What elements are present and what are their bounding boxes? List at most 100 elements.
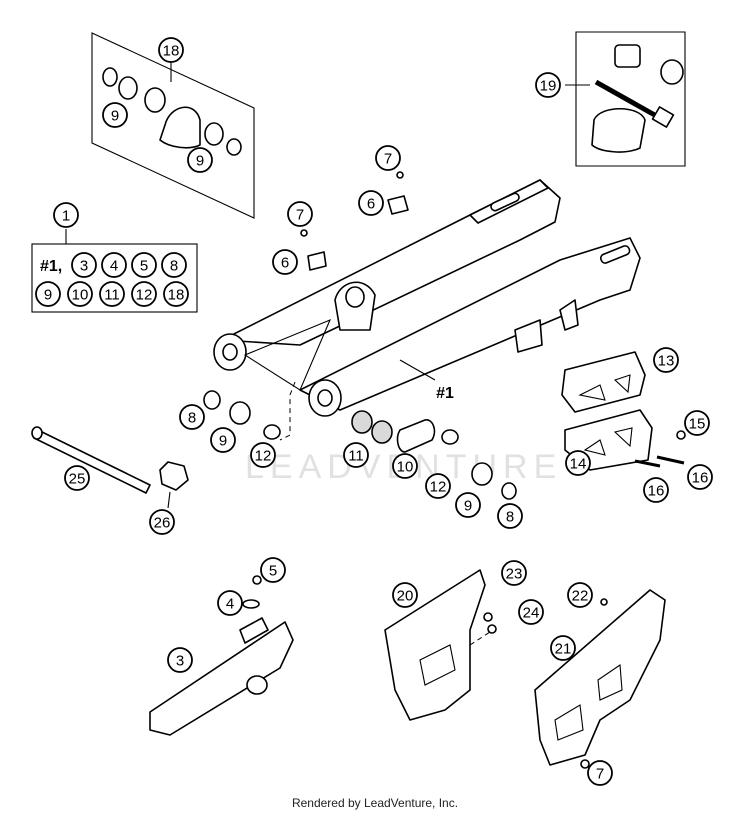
axle-guide-line: [279, 381, 296, 441]
callout-16: 16: [687, 464, 713, 490]
kit-item-18: 18: [163, 281, 189, 307]
kit-item-3: 3: [71, 252, 97, 278]
kit18-parts: [102, 67, 242, 156]
callout-9: 9: [187, 147, 213, 173]
pivot-seal-part: [203, 390, 221, 410]
chain-guard-upper: [534, 589, 666, 769]
callout-number: 18: [163, 43, 180, 60]
bolt-kit-panel: [565, 31, 686, 167]
callout-19: 19: [535, 72, 561, 98]
callout-number: 9: [111, 108, 119, 125]
callout-number: 19: [540, 78, 557, 95]
kit-item-11: 11: [99, 281, 125, 307]
callout-7: 7: [375, 145, 401, 171]
callout-3: 3: [167, 647, 193, 673]
callout-10: 10: [392, 453, 418, 479]
kit-item-number: 1: [62, 208, 70, 225]
callout-number: 11: [348, 448, 364, 465]
callout-number: 5: [269, 563, 277, 580]
bolt-7-middle: [300, 229, 308, 237]
callout-7: 7: [287, 201, 313, 227]
kit-item-number: 8: [170, 258, 178, 275]
callout-12: 12: [425, 473, 451, 499]
callout-24: 24: [518, 599, 544, 625]
kit-item-8: 8: [161, 252, 187, 278]
needle-bearing-part-2: [371, 420, 393, 444]
swingarm: #1: [213, 179, 641, 417]
callout-number: 24: [523, 605, 540, 622]
callout-14: 14: [565, 450, 591, 476]
callout-number: 25: [69, 471, 86, 488]
callout-number: 9: [196, 153, 204, 170]
callout-number: 10: [397, 459, 414, 476]
footer-credit: Rendered by LeadVenture, Inc.: [291, 796, 459, 810]
kit-item-number: 12: [136, 287, 153, 304]
chain-slider: [149, 575, 294, 736]
callout-16: 16: [643, 477, 669, 503]
callout-26: 26: [149, 509, 175, 535]
callout-8: 8: [179, 404, 205, 430]
bearing-kit-panel: [91, 32, 255, 219]
callout-number: 15: [689, 416, 706, 433]
callout-number: 12: [430, 479, 447, 496]
callout-8: 8: [497, 503, 523, 529]
callout-5: 5: [260, 557, 286, 583]
callout-number: 16: [692, 470, 709, 487]
kit-item-number: 3: [80, 258, 88, 275]
callout-number: 7: [296, 207, 304, 224]
callout-13: 13: [653, 347, 679, 373]
callout-number: 26: [154, 515, 171, 532]
needle-bearing-part: [351, 410, 373, 434]
callout-15: 15: [684, 410, 710, 436]
pivot-sleeve-part: [396, 419, 436, 453]
callout-20: 20: [392, 582, 418, 608]
pivot-bearing-part: [229, 401, 251, 425]
pivot-washer-part: [263, 424, 281, 440]
callout-number: 8: [506, 509, 514, 526]
callout-4: 4: [217, 590, 243, 616]
callout-number: 9: [464, 498, 472, 515]
bolt-7-upper: [396, 171, 404, 179]
callout-number: 22: [572, 588, 589, 605]
callout-23: 23: [501, 560, 527, 586]
pivot-washer-part-2: [441, 429, 459, 445]
kit-item-number: 5: [140, 258, 148, 275]
kit-prefix: #1,: [40, 258, 62, 275]
callout-number: 12: [255, 448, 272, 465]
kit-item-1: 1: [53, 202, 79, 228]
swingarm-axle: [31, 426, 189, 509]
callout-9: 9: [210, 427, 236, 453]
kit-item-number: 18: [168, 287, 185, 304]
kit-item-number: 4: [110, 258, 118, 275]
swingarm-kit-box: [31, 229, 198, 313]
callout-12: 12: [250, 442, 276, 468]
callout-number: 6: [367, 196, 375, 213]
callout-number: 9: [219, 433, 227, 450]
main-part-label: #1: [436, 385, 454, 402]
callout-21: 21: [550, 635, 576, 661]
callout-number: 7: [384, 151, 392, 168]
callout-9: 9: [455, 492, 481, 518]
callout-number: 16: [648, 483, 665, 500]
callout-7: 7: [587, 760, 613, 786]
callout-number: 3: [176, 653, 184, 670]
callout-11: 11: [343, 442, 369, 468]
callout-22: 22: [567, 582, 593, 608]
callout-number: 4: [226, 596, 234, 613]
kit-item-4: 4: [101, 252, 127, 278]
callout-number: 20: [397, 588, 414, 605]
kit-item-number: 11: [104, 287, 120, 304]
callout-25: 25: [64, 465, 90, 491]
kit-item-number: 9: [44, 287, 52, 304]
callout-number: 7: [596, 766, 604, 783]
callout-18: 18: [158, 37, 184, 63]
clip-6-upper: [387, 195, 409, 215]
callout-number: 23: [506, 566, 523, 583]
pivot-bearing-part-2: [471, 462, 493, 486]
callout-6: 6: [272, 249, 298, 275]
callout-number: 14: [570, 456, 587, 473]
callout-number: 6: [281, 255, 289, 272]
